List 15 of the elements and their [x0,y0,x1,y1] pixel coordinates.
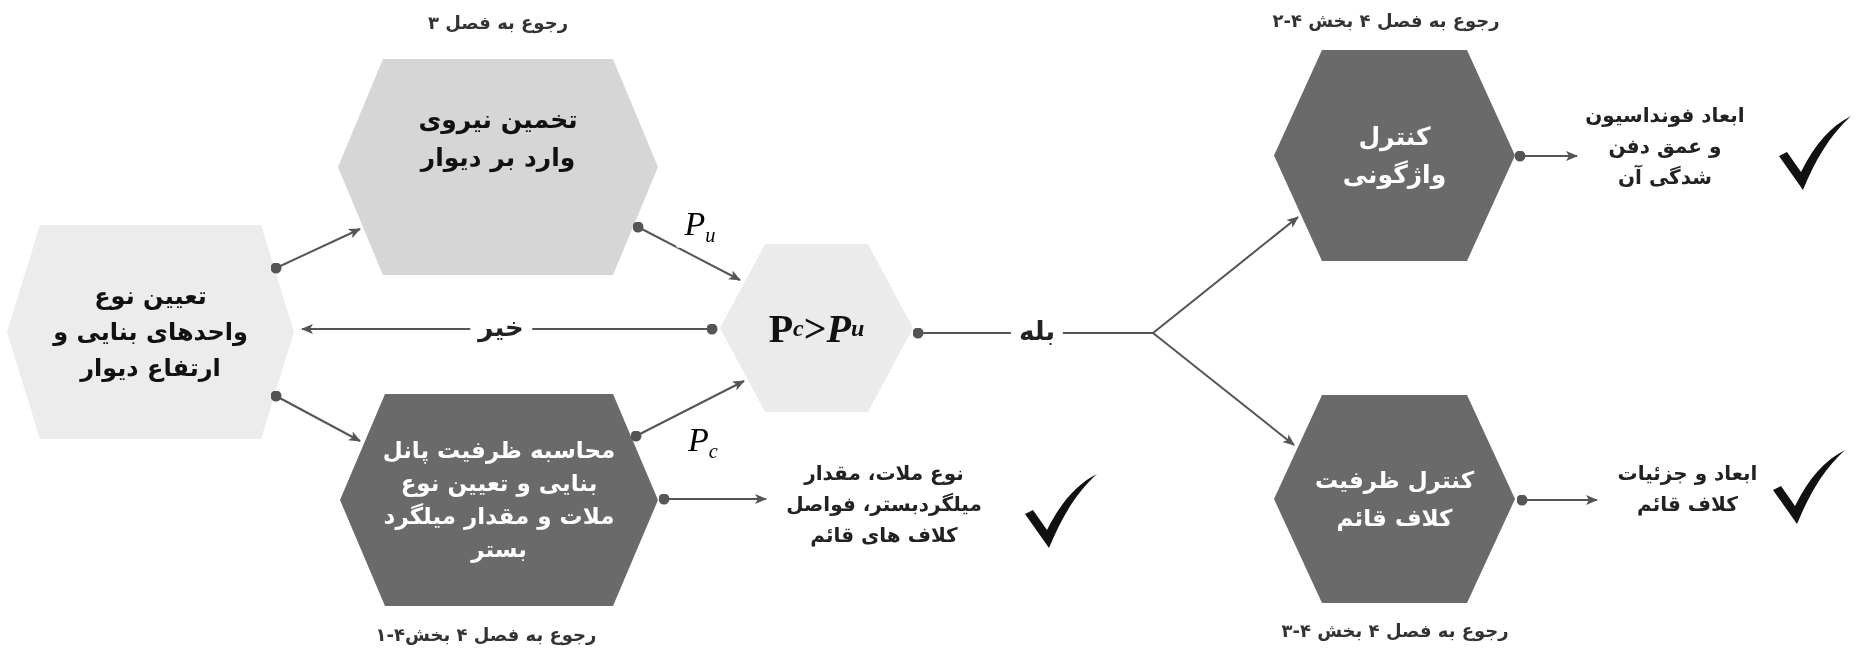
arrow [630,380,745,442]
arrow [270,390,361,442]
reference-note: رجوع به فصل ۴ بخش ۴-۳ [1281,620,1509,641]
branching-arrow [912,216,1299,446]
result-text: ابعاد و جزئیات کلاف قائم [1600,458,1775,520]
reference-note: رجوع به فصل ۴ بخش۴-۱ [375,624,597,645]
reference-note: رجوع به فصل ۴ بخش ۴-۲ [1272,10,1500,31]
result-text: ابعاد فونداسیون و عمق دفن شدگی آن [1580,100,1750,193]
arrow [1516,494,1598,506]
arrow [658,493,767,505]
arrow [270,228,361,274]
arrow [632,221,741,281]
reference-note: رجوع به فصل ۳ [428,12,568,33]
arrow [1514,150,1578,162]
result-text: نوع ملات، مقدار میلگردبستر، فواصل کلاف های قائم [768,458,1000,551]
